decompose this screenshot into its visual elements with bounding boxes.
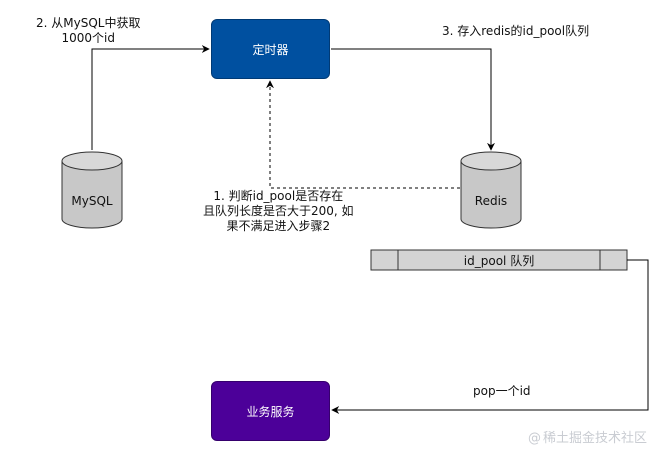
step1-line-1: 1. 判断id_pool是否存在 bbox=[213, 189, 344, 203]
step2-label: 2. 从MySQL中获取 1000个id bbox=[36, 16, 140, 46]
service-label: 业务服务 bbox=[246, 404, 295, 419]
business-service-node: 业务服务 bbox=[211, 381, 330, 441]
redis-label: Redis bbox=[474, 194, 508, 208]
step2-line-1: 2. 从MySQL中获取 bbox=[36, 16, 141, 30]
timer-node: 定时器 bbox=[211, 19, 330, 79]
edge-redis-to-timer-check bbox=[266, 80, 460, 189]
queue-label: id_pool 队列 bbox=[463, 253, 535, 268]
timer-label: 定时器 bbox=[252, 42, 289, 57]
watermark-text: 稀土掘金技术社区 bbox=[543, 431, 648, 446]
step1-line-3: 果不满足进入步骤2 bbox=[226, 219, 331, 233]
step2-line-2: 1000个id bbox=[61, 31, 115, 45]
mysql-cylinder bbox=[61, 151, 123, 229]
edge-mysql-to-timer bbox=[91, 45, 210, 150]
pop-label: pop一个id bbox=[473, 384, 531, 398]
watermark: @稀土掘金技术社区 bbox=[528, 427, 647, 446]
step3-label: 3. 存入redis的id_pool队列 bbox=[442, 24, 590, 38]
redis-cylinder bbox=[460, 151, 522, 229]
edge-queue-to-service bbox=[331, 259, 649, 414]
step1-label: 1. 判断id_pool是否存在 且队列长度是否大于200, 如 果不满足进入步… bbox=[203, 189, 354, 234]
mysql-label: MySQL bbox=[71, 194, 113, 208]
edge-timer-to-redis bbox=[331, 48, 495, 151]
step1-line-2: 且队列长度是否大于200, 如 bbox=[203, 204, 354, 218]
watermark-at: @ bbox=[528, 431, 541, 446]
